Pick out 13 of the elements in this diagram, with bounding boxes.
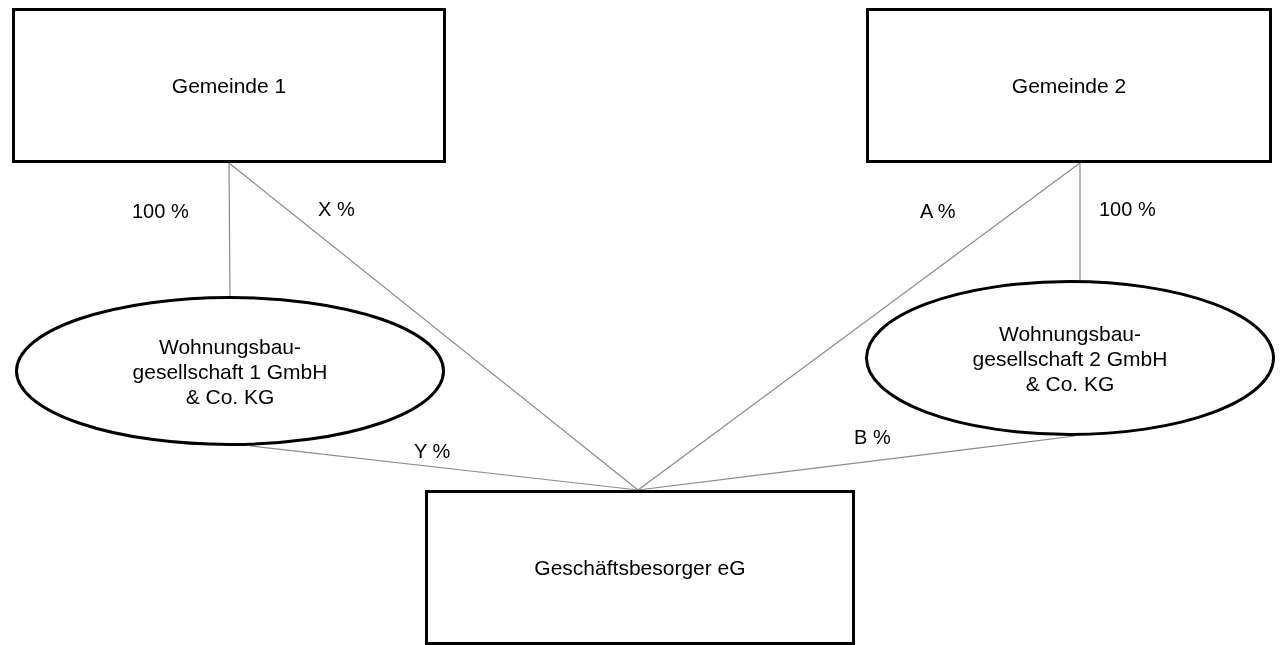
entity-box	[425, 490, 855, 645]
node-label: Gemeinde 2	[1011, 73, 1127, 98]
connector-line	[1079, 162, 1081, 281]
node-label: Wohnungsbau- gesellschaft 2 GmbH & Co. KG	[971, 320, 1169, 396]
node-label: Wohnungsbau- gesellschaft 1 GmbH & Co. KG	[131, 333, 329, 409]
entity-box	[12, 8, 446, 163]
company-ellipse	[15, 296, 445, 446]
connector-line	[637, 162, 1081, 491]
node-label: Gemeinde 1	[171, 73, 287, 98]
entity-box	[866, 8, 1272, 163]
node-label: Geschäftsbesorger eG	[534, 555, 746, 580]
connector-line	[228, 162, 231, 297]
connector-line	[228, 162, 639, 491]
